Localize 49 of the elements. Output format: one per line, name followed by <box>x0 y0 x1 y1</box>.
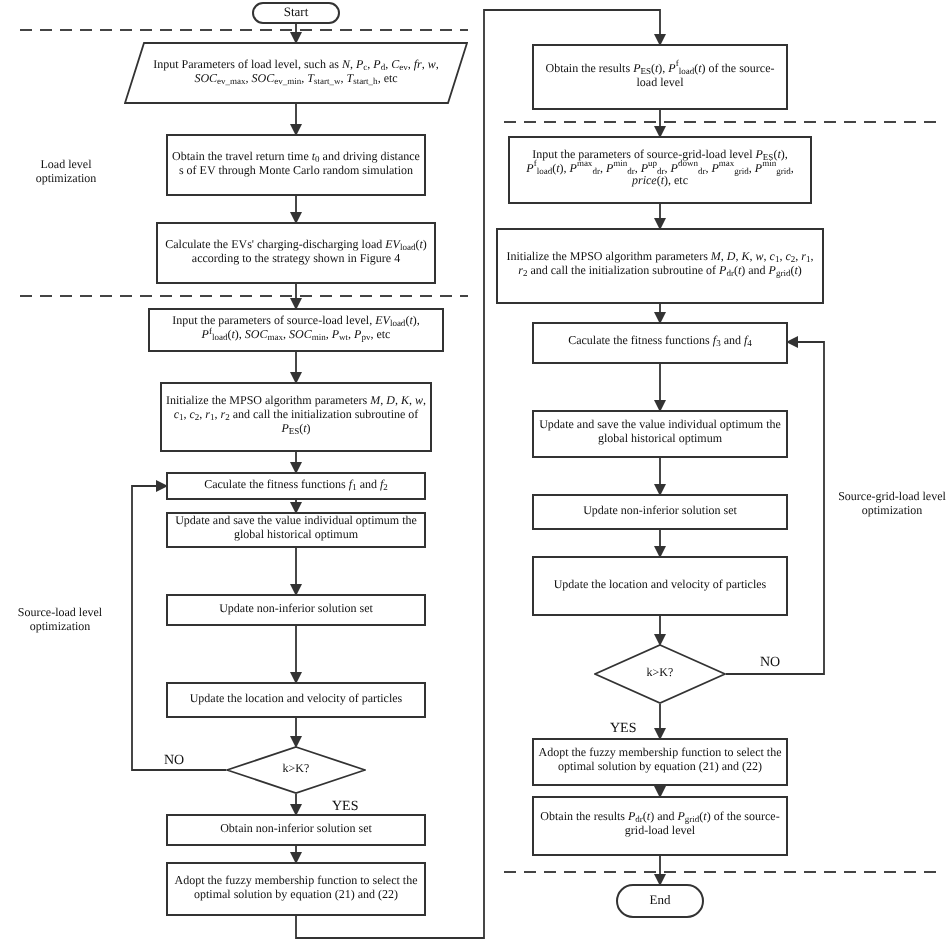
arrow <box>290 547 302 596</box>
arrow <box>290 845 302 864</box>
arrow <box>654 703 666 740</box>
process-box <box>166 814 426 846</box>
process-box <box>166 682 426 718</box>
process-box <box>166 594 426 626</box>
process-box <box>166 134 426 196</box>
arrow <box>654 785 666 798</box>
process-box <box>532 410 788 458</box>
arrow <box>654 457 666 496</box>
input-parallelogram <box>124 42 468 104</box>
process-box <box>532 322 788 364</box>
arrow <box>290 717 302 748</box>
arrow <box>290 195 302 224</box>
arrow <box>290 103 302 136</box>
arrow <box>654 615 666 646</box>
process-box <box>532 494 788 530</box>
process-box <box>156 222 436 284</box>
process-box <box>532 44 788 110</box>
arrow <box>290 451 302 474</box>
arrow <box>654 303 666 324</box>
process-box <box>532 796 788 856</box>
arrow <box>131 480 227 771</box>
terminal-pill <box>616 884 704 918</box>
process-box <box>166 472 426 500</box>
process-box <box>532 738 788 786</box>
arrow <box>654 855 666 886</box>
arrow <box>290 625 302 684</box>
arrow <box>290 793 302 816</box>
arrow <box>654 363 666 412</box>
process-box <box>496 228 824 304</box>
arrow <box>290 499 302 514</box>
arrow <box>725 336 825 675</box>
arrow <box>290 283 302 310</box>
arrow <box>290 23 302 44</box>
decision-diamond <box>594 644 726 704</box>
process-box <box>166 512 426 548</box>
terminal-pill <box>252 2 340 24</box>
process-box <box>166 862 426 916</box>
arrow <box>654 109 666 138</box>
arrow <box>654 203 666 230</box>
arrow <box>295 9 666 939</box>
decision-diamond <box>226 746 366 794</box>
process-box <box>508 136 812 204</box>
process-box <box>532 556 788 616</box>
process-box <box>148 308 444 352</box>
arrow <box>290 351 302 384</box>
process-box <box>160 382 432 452</box>
arrow <box>654 529 666 558</box>
